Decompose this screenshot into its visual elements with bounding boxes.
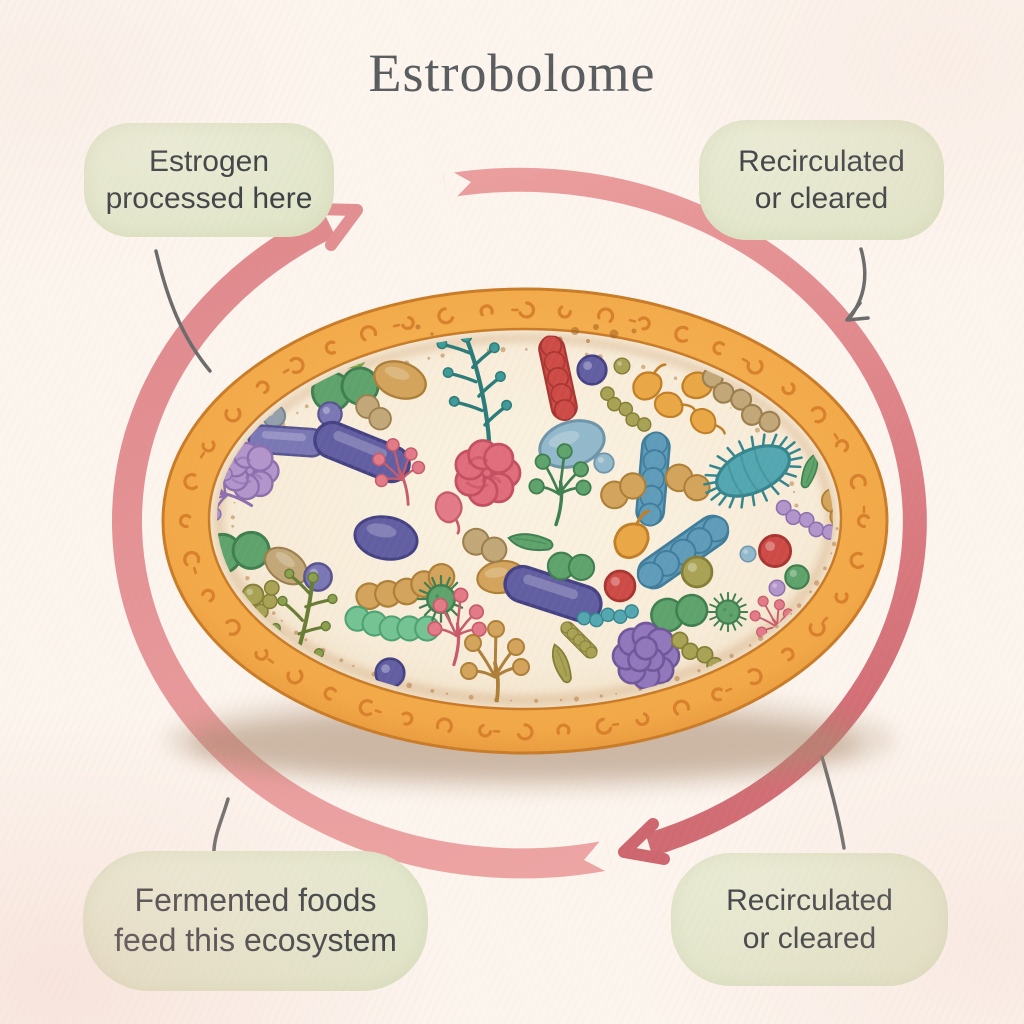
microbe-fuzzy (703, 433, 803, 509)
microbes-group (217, 335, 833, 703)
microbe-rod (313, 420, 411, 484)
microbe-cater (355, 563, 456, 611)
microbe-dot (680, 555, 714, 589)
microbe-blob (353, 515, 419, 561)
label-line: Estrogen (148, 144, 270, 178)
page-title: Estrobolome (368, 43, 656, 103)
cycle-arrow-left (112, 203, 613, 879)
label-recirculated-top: Recirculated or cleared (699, 120, 944, 240)
connector-top-right-arrow (845, 247, 870, 322)
microbe-comma (632, 363, 667, 401)
microbe-dot (757, 533, 793, 569)
label-line: feed this ecosystem (114, 922, 397, 958)
microbe-berry (528, 443, 592, 527)
microbe-comma (434, 491, 463, 535)
microbe-twin (650, 593, 709, 633)
microbe-leaf (507, 533, 554, 552)
microbe-berry (460, 620, 530, 703)
microbe-chain (701, 366, 781, 433)
microbe-dot (603, 569, 637, 603)
microbe-dot (593, 452, 615, 474)
microbe-chain (600, 386, 652, 432)
microbe-chain (775, 499, 833, 540)
microbe-leaf (551, 643, 572, 684)
cycle-arrow-right-head (618, 818, 670, 865)
microbe-blob (373, 360, 427, 400)
microbe-twin (462, 527, 508, 564)
microbe-chain (576, 604, 639, 628)
microbe-dot (739, 545, 757, 563)
microbe-comma (689, 407, 726, 435)
microbe-srod (538, 335, 578, 422)
microbe-dot (768, 579, 786, 597)
cycle-arrow-left-ribbon (112, 209, 612, 879)
microbe-berry (372, 438, 426, 506)
gut-plate (161, 287, 895, 792)
microbe-twin (355, 394, 392, 431)
microbe-dot (613, 357, 631, 375)
microbe-comma (613, 509, 651, 560)
cycle-arrow-left-tail-notch (584, 835, 613, 875)
microbe-twin (664, 463, 711, 502)
plate-inner (207, 327, 843, 711)
microbe-berry (427, 587, 487, 667)
microbe-twin (546, 551, 596, 582)
microbe-twin (600, 472, 647, 510)
microbe-srod (635, 431, 671, 527)
connector-bottom-left-line (212, 797, 230, 852)
microbe-twin (820, 487, 833, 529)
microbe-dot (374, 657, 406, 689)
microbe-comma (653, 391, 696, 419)
label-estrogen-processed: Estrogen processed here (84, 123, 334, 237)
connector-bottom-right-line (820, 755, 846, 850)
label-line: or cleared (754, 182, 889, 215)
label-line: Recirculated (726, 884, 893, 918)
label-line: or cleared (742, 921, 877, 955)
connector-top-left-line (154, 249, 212, 373)
microbe-srod (636, 514, 730, 590)
microbe-coral (454, 439, 522, 507)
microbe-fern (436, 335, 513, 448)
microbe-rosette (611, 621, 681, 691)
label-fermented-foods: Fermented foods feed this ecosystem (83, 851, 428, 991)
microbe-dot (576, 354, 608, 386)
label-line: processed here (105, 182, 313, 215)
microbe-srod (560, 621, 598, 659)
microbe-blob (538, 419, 606, 469)
microbe-dot (784, 564, 810, 590)
microbe-leaf (800, 452, 819, 489)
label-line: Recirculated (738, 144, 905, 178)
cycle-arrow-right-tail-notch (442, 166, 471, 206)
microbe-spiky (707, 591, 749, 633)
plate-ring-ornament (178, 301, 872, 741)
label-recirculated-bottom: Recirculated or cleared (671, 853, 948, 986)
label-line: Fermented foods (134, 882, 377, 919)
